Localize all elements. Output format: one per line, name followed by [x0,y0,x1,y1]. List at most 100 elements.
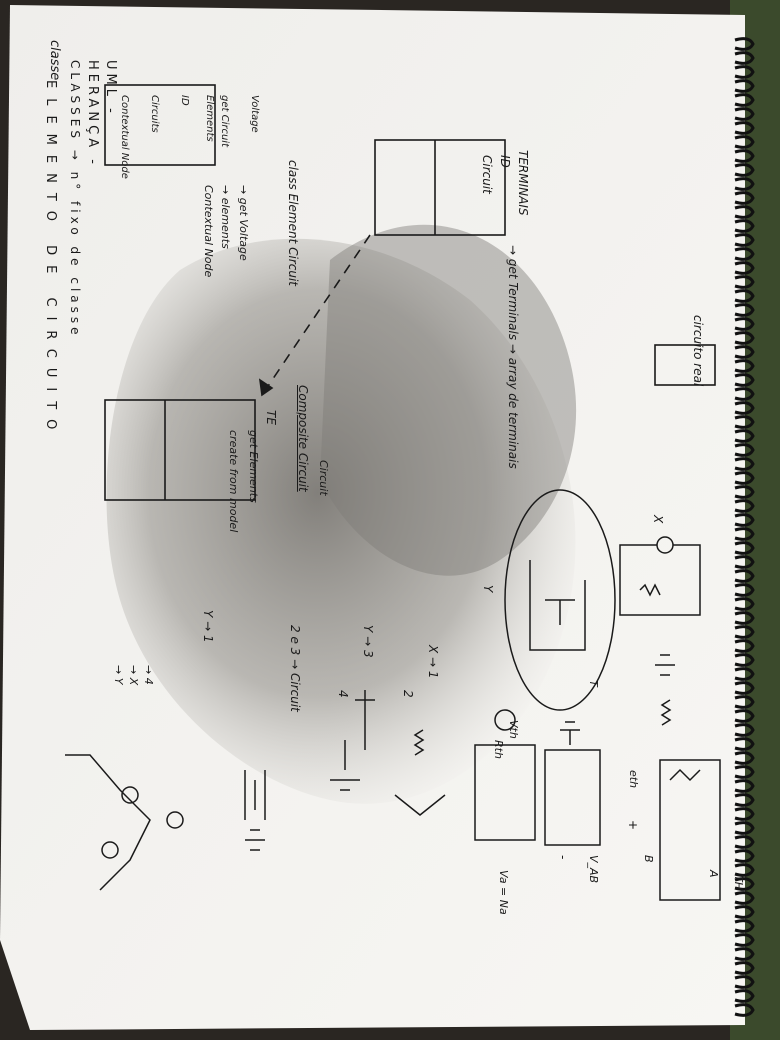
label-th: TH [732,875,745,890]
spiral-coil [734,373,755,387]
spiral-coil [734,737,755,751]
note-heranca: HERANÇA - [85,60,100,168]
spiral-coil [734,905,755,919]
note-circuit: Circuit [317,460,330,496]
left-box-line-3: Elements [204,95,215,142]
left-box-line-5: Circuits [149,95,160,133]
label-y-ellipse: Y [481,585,495,593]
composite-box-line-2: create from model [227,430,240,533]
spiral-coil [734,555,755,569]
spiral-coil [734,275,755,289]
composite-box-title: TE [264,410,278,425]
spiral-coil [734,611,755,625]
spiral-coil [734,261,755,275]
label-eth: eth [627,770,640,789]
label-a: A [707,870,720,878]
label-vab: V_AB [587,855,600,884]
spiral-coil [734,149,755,163]
label-b: B [642,855,655,863]
spiral-coil [734,541,755,555]
y-list-1: Y → 3 [361,625,375,658]
spiral-coil [734,289,755,303]
spiral-coil [734,331,755,345]
spiral-coil [734,443,755,457]
spiral-coil [734,205,755,219]
spiral-coil [734,933,755,947]
spiral-coil [734,457,755,471]
element-class-box [374,139,506,236]
spiral-coil [734,513,755,527]
spiral-coil [734,163,755,177]
spiral-coil [734,835,755,849]
spiral-coil [734,751,755,765]
spiral-coil [734,345,755,359]
spiral-coil [734,653,755,667]
spiral-coil [734,429,755,443]
spiral-coil [734,779,755,793]
note-elemento: ELEMENTO DE CIRCUITO [43,80,58,440]
spiral-coil [734,947,755,961]
note-classes: CLASSES → n° fixo de classe [68,60,82,339]
spiral-coil [734,667,755,681]
note-uml: UML - [103,60,118,117]
circuit-sketches [65,489,721,901]
hand-shadow-2 [320,224,577,576]
spiral-coil [734,975,755,989]
note-node-rule: 2 e 3 → Circuit [288,625,302,712]
spiral-coil [734,807,755,821]
y-list2-3: → X [127,665,140,686]
spiral-coil [734,1003,755,1017]
spiral-coil [734,863,755,877]
left-box-line-6: Contextual Node [119,95,130,179]
spiral-coil [734,387,755,401]
spiral-coil [734,793,755,807]
left-box-line-2: get Circuit [219,95,230,148]
spiral-coil [734,219,755,233]
y-list2-2: → 4 [142,665,155,685]
left-box-line-1: Voltage [249,95,260,133]
spiral-coil [734,569,755,583]
circuit-real-box [654,344,716,386]
spiral-coil [734,317,755,331]
left-method-1: → get Voltage [237,185,250,261]
uml-boxes [104,84,716,501]
spiral-coil [734,709,755,723]
spiral-coil [734,989,755,1003]
spiral-coil [734,723,755,737]
spiral-coil [734,471,755,485]
spiral-coil [734,961,755,975]
left-method-2: → elements [219,185,232,249]
spiral-coil [734,821,755,835]
note-get-terminals: → get Terminals → array de terminais [506,245,520,469]
spiral-coil [734,107,755,121]
spiral-coil [734,233,755,247]
spiral-coil [734,51,755,65]
spiral-coil [734,597,755,611]
label-x-top: X [651,515,665,524]
spiral-coil [734,625,755,639]
spiral-coil [734,191,755,205]
spiral-coil [734,485,755,499]
hand-shadow [106,238,576,804]
spiral-coil [734,681,755,695]
left-box-line-4: ID [179,95,190,106]
note-circuito-real: circuito real [691,315,705,387]
x-list-1: X → 1 [426,645,440,679]
spiral-coil [734,79,755,93]
spiral-coil [734,37,755,51]
y-list2-1: Y → 1 [201,610,215,643]
spiral-coil [734,499,755,513]
label-va: Va = Na [497,870,510,915]
composite-box-line-1: get Elements [247,430,260,503]
note-composite-circuit: Composite Circuit [296,385,310,492]
label-t: T [587,680,600,687]
spiral-coil [734,877,755,891]
spiral-coil [734,65,755,79]
spiral-coil [734,765,755,779]
y-list-2: 4 [336,690,350,698]
spiral-coil [734,247,755,261]
spiral-coil [734,401,755,415]
note-classe: classe [47,40,62,81]
spiral-coil [734,849,755,863]
